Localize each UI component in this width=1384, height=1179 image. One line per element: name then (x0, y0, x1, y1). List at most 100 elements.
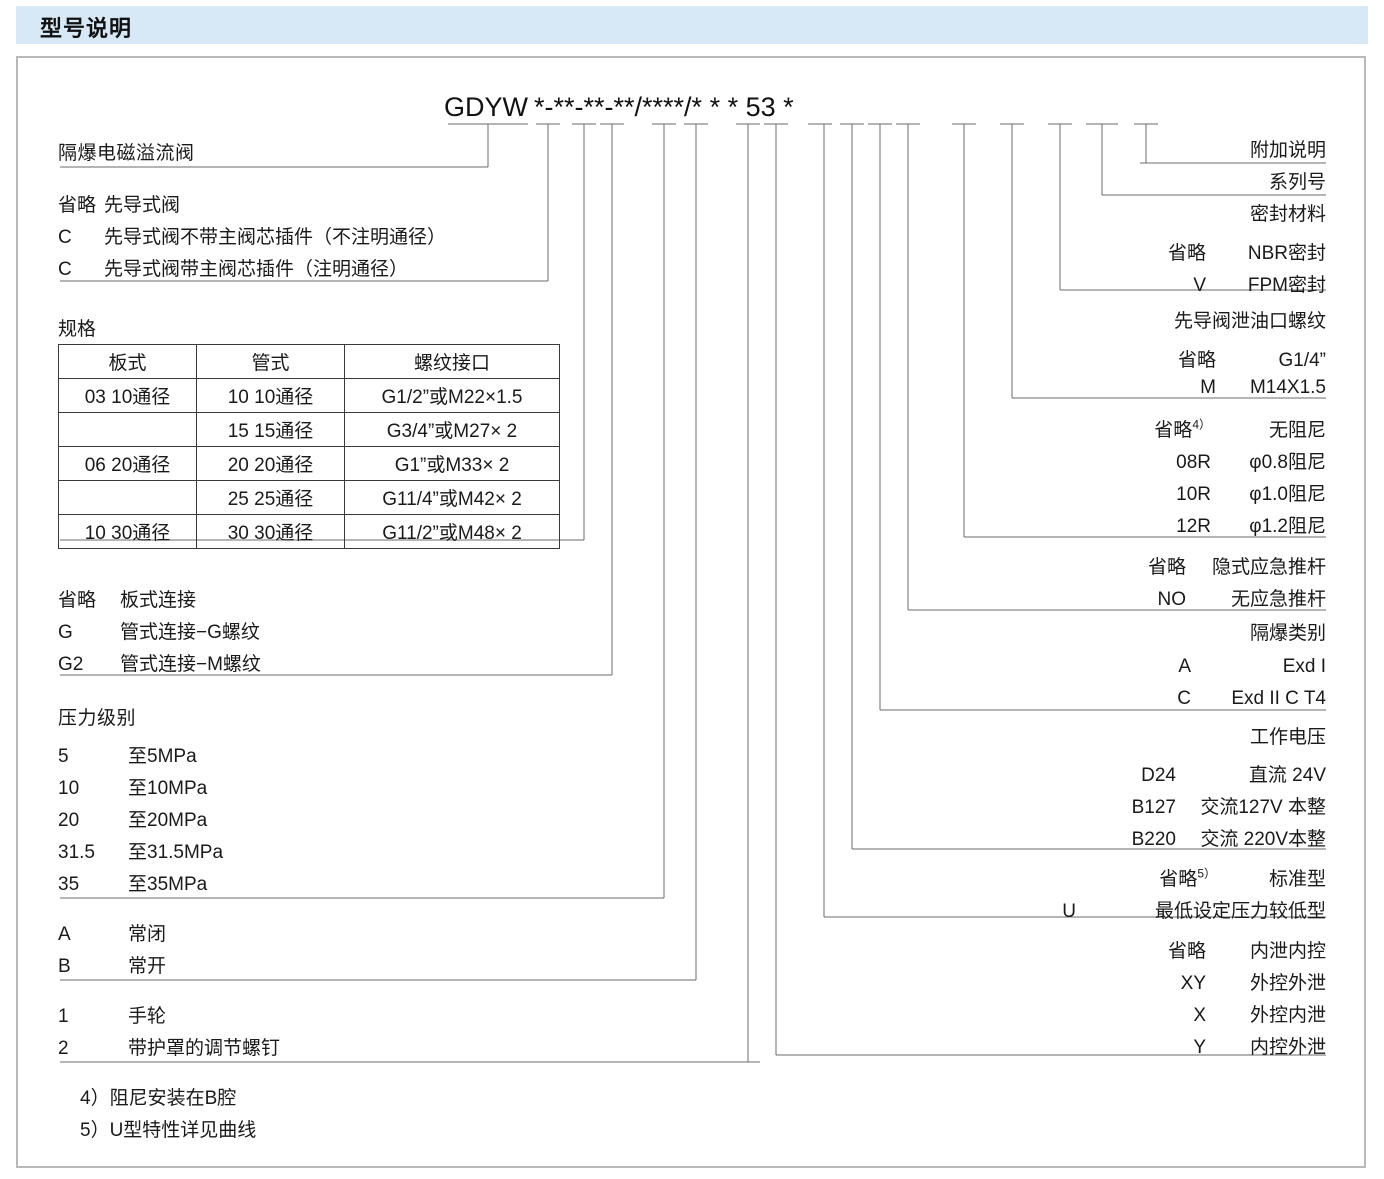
footnote-1: 5）U型特性详见曲线 (80, 1120, 257, 1141)
spec-r3-c1: 25 25通径 (196, 480, 345, 515)
pressure-row-0-key: 5 (58, 746, 69, 767)
spec-r4-c0: 10 30通径 (58, 514, 197, 549)
connection-row-1: G 管式连接−G螺纹 (58, 617, 260, 644)
damping-row-2-value: φ1.0阻尼 (1249, 484, 1326, 505)
footnote-0: 4）阻尼安装在B腔 (80, 1088, 237, 1109)
drain-thread-row-1-key: M (1200, 377, 1216, 398)
pushrod-row-0-value: 隐式应急推杆 (1211, 557, 1326, 578)
header-bar (16, 6, 1368, 44)
lowset-row-1-key: U (1062, 901, 1076, 922)
pressure-row-4-value: 至35MPa (128, 874, 208, 895)
spec-r0-c0: 03 10通径 (58, 378, 197, 413)
spec-r4-c1: 30 30通径 (196, 514, 345, 549)
voltage-row-2-value: 交流 220V本整 (1200, 829, 1326, 850)
spec-header-row: 板式 管式 螺纹接口 (58, 344, 560, 379)
pressure-row-1-value: 至10MPa (128, 778, 208, 799)
control-row-0-value: 内泄内控 (1249, 941, 1326, 962)
spec-r4-c2: G11/2”或M48× 2 (344, 514, 560, 549)
pressure-row-3-key: 31.5 (58, 842, 95, 863)
spec-r0-c2: G1/2”或M22×1.5 (344, 378, 560, 413)
seal-title: 密封材料 (1249, 204, 1326, 225)
seal-row-0-key: 省略 (1167, 243, 1206, 264)
exproof-row-1-value: Exd II C T4 (1231, 688, 1326, 709)
pressure-row-1-key: 10 (58, 778, 80, 799)
pressure-row-2-value: 至20MPa (128, 810, 208, 831)
pressure-title: 压力级别 (58, 708, 137, 729)
damping-row-0: 省略4） 无阻尼 (1101, 415, 1326, 442)
seal-row-1-key: V (1193, 275, 1206, 296)
lowset-row-0-value: 标准型 (1268, 869, 1326, 890)
damping-row-0-sup: 4） (1192, 417, 1211, 432)
seal-row-0-value: NBR密封 (1247, 243, 1326, 264)
control-row-2-value: 外控内泄 (1249, 1005, 1326, 1026)
connection-row-1-key: G (58, 622, 73, 643)
voltage-row-1: B127 交流127V 本整 (1046, 792, 1326, 819)
lowset-row-0: 省略5）标准型 (1106, 864, 1326, 891)
spec-r2-c1: 20 20通径 (196, 446, 345, 481)
pilot-row-0-value: 先导式阀 (104, 195, 181, 216)
voltage-row-2-key: B220 (1131, 829, 1176, 850)
state-row-1-key: B (58, 956, 71, 977)
spec-r2-c0: 06 20通径 (58, 446, 197, 481)
connection-row-1-value: 管式连接−G螺纹 (120, 622, 260, 643)
voltage-row-0-value: 直流 24V (1248, 765, 1326, 786)
table-row: 03 10通径 10 10通径 G1/2”或M22×1.5 (58, 378, 560, 413)
damping-row-0-value: 无阻尼 (1268, 420, 1326, 441)
content-frame (16, 56, 1366, 1168)
pushrod-row-0: 省略隐式应急推杆 (1056, 552, 1326, 579)
spec-r2-c2: G1”或M33× 2 (344, 446, 560, 481)
drain-thread-row-0-key: 省略 (1177, 350, 1216, 371)
spec-r3-c2: G11/4”或M42× 2 (344, 480, 560, 515)
voltage-row-1-value: 交流127V 本整 (1200, 797, 1326, 818)
drain-thread-row-0-value: G1/4” (1278, 350, 1326, 371)
table-row: 15 15通径 G3/4”或M27× 2 (58, 412, 560, 447)
voltage-row-1-key: B127 (1131, 797, 1176, 818)
damping-row-3-value: φ1.2阻尼 (1249, 516, 1326, 537)
spec-header-0: 板式 (58, 344, 197, 379)
pushrod-row-1-key: NO (1157, 589, 1187, 610)
adjust-row-1-key: 2 (58, 1038, 69, 1059)
series-no-label: 系列号 (1268, 172, 1326, 193)
control-row-1-value: 外控外泄 (1249, 973, 1326, 994)
connection-row-0-key: 省略 (58, 590, 97, 611)
model-code-prefix: GDYW (444, 92, 528, 122)
exproof-title: 隔爆类别 (1249, 623, 1326, 644)
product-name: 隔爆电磁溢流阀 (58, 143, 195, 164)
adjust-row-1-value: 带护罩的调节螺钉 (128, 1038, 281, 1059)
seal-row-0: 省略 NBR密封 (1086, 238, 1326, 265)
control-row-3-value: 内控外泄 (1249, 1037, 1326, 1058)
pressure-row-0-value: 至5MPa (128, 746, 197, 767)
model-code-pattern: *-**-**-**/****/* * * 53 * (534, 92, 794, 122)
spec-r1-c1: 15 15通径 (196, 412, 345, 447)
pressure-row-0: 5 至5MPa (58, 741, 197, 768)
table-row: 06 20通径 20 20通径 G1”或M33× 2 (58, 446, 560, 481)
connection-row-0-value: 板式连接 (120, 590, 197, 611)
damping-row-0-key: 省略 (1154, 420, 1193, 441)
table-row: 25 25通径 G11/4”或M42× 2 (58, 480, 560, 515)
damping-row-1-value: φ0.8阻尼 (1249, 452, 1326, 473)
table-row: 10 30通径 30 30通径 G11/2”或M48× 2 (58, 514, 560, 549)
connection-row-2-value: 管式连接−M螺纹 (120, 654, 261, 675)
page-title: 型号说明 (40, 16, 133, 41)
voltage-row-2: B220 交流 220V本整 (1046, 824, 1326, 851)
spec-table: 板式 管式 螺纹接口 03 10通径 10 10通径 G1/2”或M22×1.5… (58, 344, 560, 549)
additional-note-label: 附加说明 (1249, 140, 1326, 161)
exproof-row-0-value: Exd I (1282, 656, 1326, 677)
damping-row-3-key: 12R (1176, 516, 1211, 537)
control-row-1-key: XY (1180, 973, 1206, 994)
spec-r1-c0 (58, 412, 197, 447)
pilot-row-0: 省略先导式阀 (58, 190, 180, 217)
